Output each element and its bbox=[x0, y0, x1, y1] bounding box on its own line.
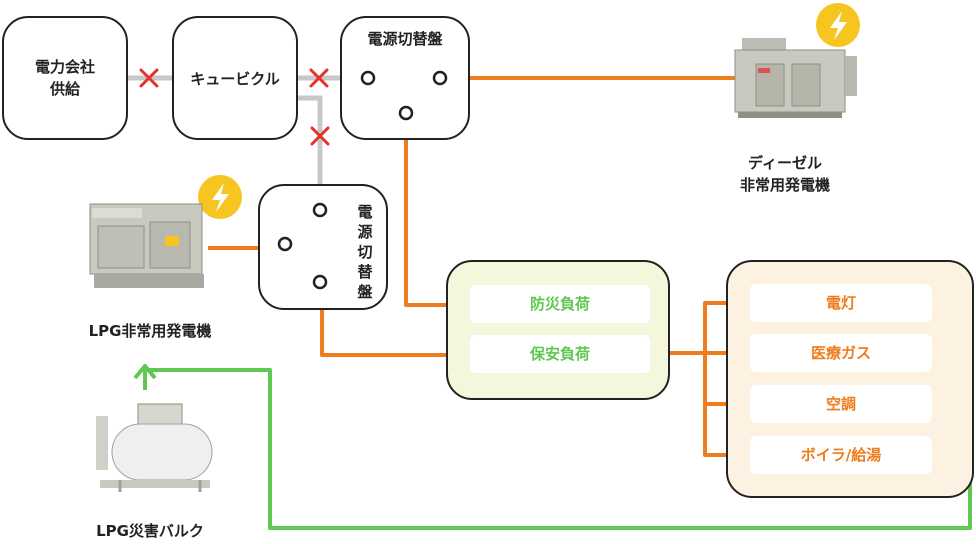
switch-mid-terminal-in bbox=[312, 202, 328, 218]
lpg-generator-image bbox=[89, 203, 204, 288]
lpg-bulk-tank-image bbox=[96, 403, 213, 492]
disaster-load: 防災負荷 bbox=[470, 285, 650, 323]
utility-box: 電力会社 供給 bbox=[2, 16, 128, 140]
lpg-generator-label: LPG非常用発電機 bbox=[88, 322, 212, 340]
security-load: 保安負荷 bbox=[470, 335, 650, 373]
boiler-load: ボイラ/給湯 bbox=[750, 436, 932, 474]
lightning-bolt-icon bbox=[816, 3, 860, 47]
diesel-generator-label: ディーゼル 非常用発電機 bbox=[739, 154, 830, 194]
switch-top-terminal-out bbox=[398, 105, 414, 121]
cross-mark-icon bbox=[139, 68, 159, 88]
switch-top-terminal-in bbox=[360, 70, 376, 86]
lighting-load: 電灯 bbox=[750, 284, 932, 322]
cross-mark-icon bbox=[310, 126, 330, 146]
cubicle-switch-mid-line bbox=[298, 95, 323, 210]
lpg-bulk-label: LPG災害バルク bbox=[96, 522, 204, 540]
cross-mark-icon bbox=[309, 68, 329, 88]
diesel-generator-image bbox=[734, 38, 857, 118]
switch-mid-terminal-out bbox=[312, 274, 328, 290]
switch-top-label: 電源切替盤 bbox=[367, 30, 443, 48]
disaster-load-group bbox=[446, 260, 670, 400]
lightning-bolt-icon bbox=[198, 175, 242, 219]
utility-label: 電力会社 供給 bbox=[34, 58, 95, 98]
switch-mid-label: 電源切替盤 bbox=[357, 203, 373, 301]
cubicle-box: キュービクル bbox=[172, 16, 298, 140]
gas-arrow-up-icon bbox=[133, 364, 157, 380]
switch-top-terminal-gen bbox=[432, 70, 448, 86]
medical-gas-load: 医療ガス bbox=[750, 334, 932, 372]
aircon-load: 空調 bbox=[750, 385, 932, 423]
switch-mid-terminal-gen bbox=[277, 236, 293, 252]
cubicle-label: キュービクル bbox=[190, 70, 280, 88]
